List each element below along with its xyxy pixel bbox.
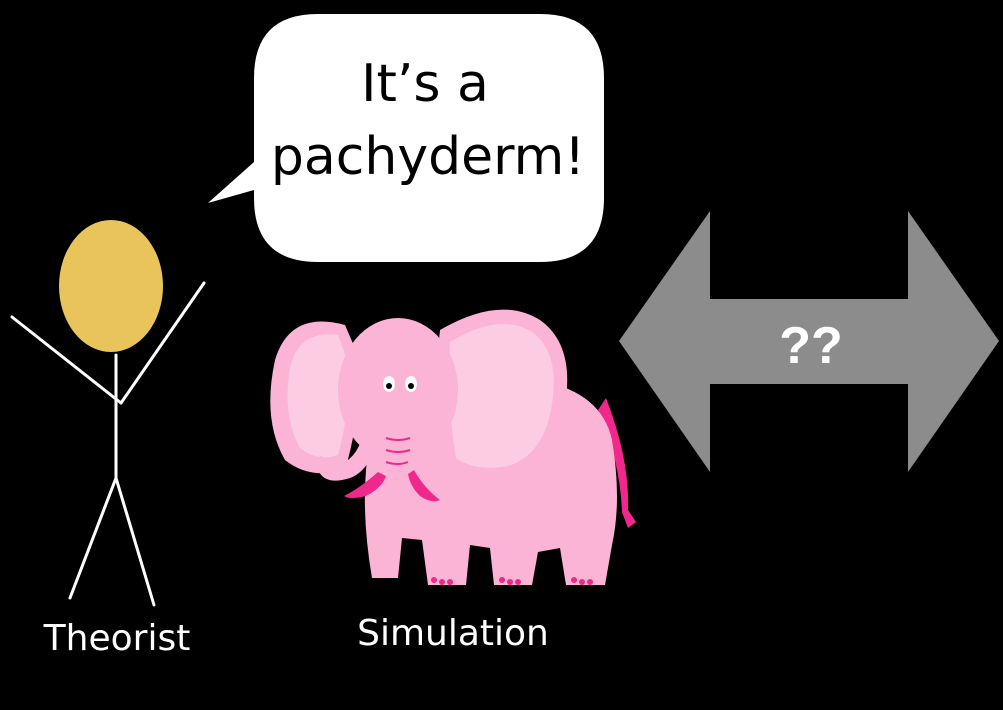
arrow-label: ??	[779, 317, 843, 375]
speech-bubble: It’s a pachyderm!	[208, 14, 604, 262]
speech-bubble-line1: It’s a	[361, 54, 489, 114]
double-headed-arrow: ??	[619, 211, 999, 472]
speech-bubble-line2: pachyderm!	[271, 127, 585, 187]
elephant-illustration	[270, 310, 636, 585]
theorist-left-leg	[70, 478, 116, 598]
theorist-right-leg	[116, 478, 154, 605]
simulation-label: Simulation	[357, 613, 549, 654]
theorist-head	[59, 220, 163, 352]
theorist-label: Theorist	[43, 618, 191, 659]
